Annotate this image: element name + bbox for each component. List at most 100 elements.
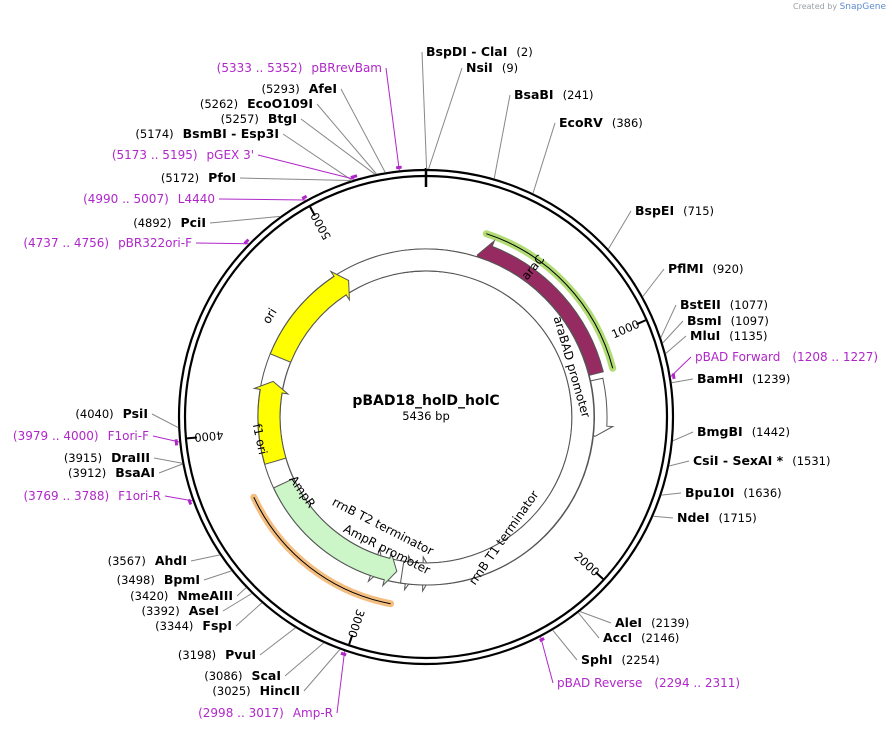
site-label-btgi[interactable]: (5257)BtgI: [221, 111, 297, 126]
site-position: (2139): [651, 616, 689, 630]
site-label-alei[interactable]: AleI (2139): [615, 615, 689, 630]
site-bmgbi[interactable]: BmgBI(1442): [697, 424, 790, 439]
site-label-pfoi[interactable]: (5172)PfoI: [161, 170, 236, 185]
site-label-sphi[interactable]: SphI(2254): [581, 652, 660, 667]
site-label-bsmbi[interactable]: (5174)BsmBI - Esp3I: [135, 126, 279, 141]
site-label-bsaai[interactable]: (3912)BsaAI: [68, 465, 155, 480]
site-position: (1715): [719, 511, 757, 525]
site-btgi[interactable]: (5257)BtgI: [221, 111, 297, 126]
site-mlui[interactable]: MluI(1135): [690, 328, 768, 343]
site-label-bsmi[interactable]: BsmI(1097): [687, 313, 769, 328]
site-label-scai[interactable]: (3086)ScaI: [204, 668, 281, 683]
site-label-hincii[interactable]: (3025)HincII: [212, 683, 300, 698]
primer-label-l4440[interactable]: (4990 .. 5007)L4440: [83, 192, 215, 206]
site-bpmi[interactable]: (3498)BpmI: [117, 572, 200, 587]
site-label-bsteii[interactable]: BstEII(1077): [680, 297, 768, 312]
site-bsmbi[interactable]: (5174)BsmBI - Esp3I: [135, 126, 279, 141]
site-label-bpmi[interactable]: (3498)BpmI: [117, 572, 200, 587]
site-scai[interactable]: (3086)ScaI: [204, 668, 281, 683]
site-nsii[interactable]: NsiI(9): [466, 60, 518, 75]
site-pcii[interactable]: (4892)PciI: [133, 215, 206, 230]
leader-mlui: [665, 335, 687, 354]
site-label-afei[interactable]: (5293)AfeI: [262, 81, 338, 96]
site-psii[interactable]: (4040)PsiI: [75, 406, 148, 421]
primer-label-pbad-forward[interactable]: pBAD Forward(1208 .. 1227): [695, 350, 878, 364]
site-sphi[interactable]: SphI(2254): [581, 652, 660, 667]
site-label-bspdi[interactable]: BspDI - ClaI(2): [426, 44, 533, 59]
site-draiii[interactable]: (3915)DraIII: [64, 450, 150, 465]
site-label-mlui[interactable]: MluI(1135): [690, 328, 768, 343]
site-label-ecoo109i[interactable]: (5262)EcoO109I: [200, 96, 313, 111]
site-ecorv[interactable]: EcoRV(386): [559, 115, 643, 130]
primer-name: pBAD Reverse: [557, 676, 642, 690]
site-label-nmeaiii[interactable]: (3420)NmeAIII: [130, 588, 233, 603]
site-pvui[interactable]: (3198)PvuI: [178, 647, 256, 662]
site-label-ahdi[interactable]: (3567)AhdI: [108, 553, 187, 568]
site-nmeaiii[interactable]: (3420)NmeAIII: [130, 588, 233, 603]
primer-pbrrevbam[interactable]: (5333 .. 5352)pBRrevBam: [217, 61, 382, 75]
site-label-fspi[interactable]: (3344)FspI: [155, 618, 232, 633]
site-ahdi[interactable]: (3567)AhdI: [108, 553, 187, 568]
site-bsteii[interactable]: BstEII(1077): [680, 297, 768, 312]
primer-l4440[interactable]: (4990 .. 5007)L4440: [83, 192, 215, 206]
feature-ori[interactable]: [269, 270, 350, 363]
site-pflmi[interactable]: PflMI(920): [668, 261, 743, 276]
site-label-pcii[interactable]: (4892)PciI: [133, 215, 206, 230]
site-bsaai[interactable]: (3912)BsaAI: [68, 465, 155, 480]
site-bamhi[interactable]: BamHI(1239): [697, 371, 790, 386]
site-csii[interactable]: CsiI - SexAI *(1531): [693, 453, 830, 468]
primer-f1ori-r[interactable]: (3769 .. 3788)F1ori-R: [23, 489, 161, 503]
site-bpu10i[interactable]: Bpu10I(1636): [685, 485, 782, 500]
site-label-csii[interactable]: CsiI - SexAI *(1531): [693, 453, 830, 468]
site-name: AleI: [615, 615, 642, 630]
site-bspdi[interactable]: BspDI - ClaI(2): [426, 44, 533, 59]
araC-highlight-line: [486, 233, 614, 369]
site-label-bspei[interactable]: BspEI(715): [635, 203, 714, 218]
site-label-bpu10i[interactable]: Bpu10I(1636): [685, 485, 782, 500]
site-position: (1636): [743, 486, 781, 500]
site-ecoo109i[interactable]: (5262)EcoO109I: [200, 96, 313, 111]
site-pfoi[interactable]: (5172)PfoI: [161, 170, 236, 185]
primer-pgex-3[interactable]: (5173 .. 5195)pGEX 3': [112, 148, 254, 162]
site-alei[interactable]: AleI (2139): [615, 615, 689, 630]
site-asei[interactable]: (3392)AseI: [142, 603, 220, 618]
site-fspi[interactable]: (3344)FspI: [155, 618, 232, 633]
site-label-bamhi[interactable]: BamHI(1239): [697, 371, 790, 386]
primer-label-pbad-reverse[interactable]: pBAD Reverse(2294 .. 2311): [557, 676, 740, 690]
site-bsabi[interactable]: BsaBI(241): [514, 87, 594, 102]
site-label-pvui[interactable]: (3198)PvuI: [178, 647, 256, 662]
site-hincii[interactable]: (3025)HincII: [212, 683, 300, 698]
leader-nsii: [428, 67, 463, 170]
site-label-asei[interactable]: (3392)AseI: [142, 603, 220, 618]
primer-label-f1ori-f[interactable]: (3979 .. 4000)F1ori-F: [13, 429, 149, 443]
site-position: (5262): [200, 97, 238, 111]
site-bsmi[interactable]: BsmI(1097): [687, 313, 769, 328]
site-acci[interactable]: AccI(2146): [603, 630, 679, 645]
primer-label-pbr322ori-f[interactable]: (4737 .. 4756)pBR322ori-F: [23, 236, 192, 250]
primer-amp-r[interactable]: (2998 .. 3017)Amp-R: [198, 706, 333, 720]
primer-label-amp-r[interactable]: (2998 .. 3017)Amp-R: [198, 706, 333, 720]
site-name: FspI: [202, 618, 232, 633]
site-label-psii[interactable]: (4040)PsiI: [75, 406, 148, 421]
site-ndei[interactable]: NdeI(1715): [677, 510, 757, 525]
primer-pbad-reverse[interactable]: pBAD Reverse(2294 .. 2311): [557, 676, 740, 690]
site-bspei[interactable]: BspEI(715): [635, 203, 714, 218]
site-label-bsabi[interactable]: BsaBI(241): [514, 87, 594, 102]
site-afei[interactable]: (5293)AfeI: [262, 81, 338, 96]
primer-label-pgex-3[interactable]: (5173 .. 5195)pGEX 3': [112, 148, 254, 162]
feature-ampr[interactable]: [273, 477, 398, 588]
site-label-ecorv[interactable]: EcoRV(386): [559, 115, 643, 130]
site-label-nsii[interactable]: NsiI(9): [466, 60, 518, 75]
feature-f1-ori[interactable]: [252, 380, 290, 465]
primer-f1ori-f[interactable]: (3979 .. 4000)F1ori-F: [13, 429, 149, 443]
site-label-draiii[interactable]: (3915)DraIII: [64, 450, 150, 465]
site-label-pflmi[interactable]: PflMI(920): [668, 261, 743, 276]
site-label-ndei[interactable]: NdeI(1715): [677, 510, 757, 525]
primer-label-pbrrevbam[interactable]: (5333 .. 5352)pBRrevBam: [217, 61, 382, 75]
site-label-bmgbi[interactable]: BmgBI(1442): [697, 424, 790, 439]
primer-pbad-forward[interactable]: pBAD Forward(1208 .. 1227): [695, 350, 878, 364]
primer-label-f1ori-r[interactable]: (3769 .. 3788)F1ori-R: [23, 489, 161, 503]
primer-pbr322ori-f[interactable]: (4737 .. 4756)pBR322ori-F: [23, 236, 192, 250]
site-position: (3915): [64, 451, 102, 465]
site-label-acci[interactable]: AccI(2146): [603, 630, 679, 645]
